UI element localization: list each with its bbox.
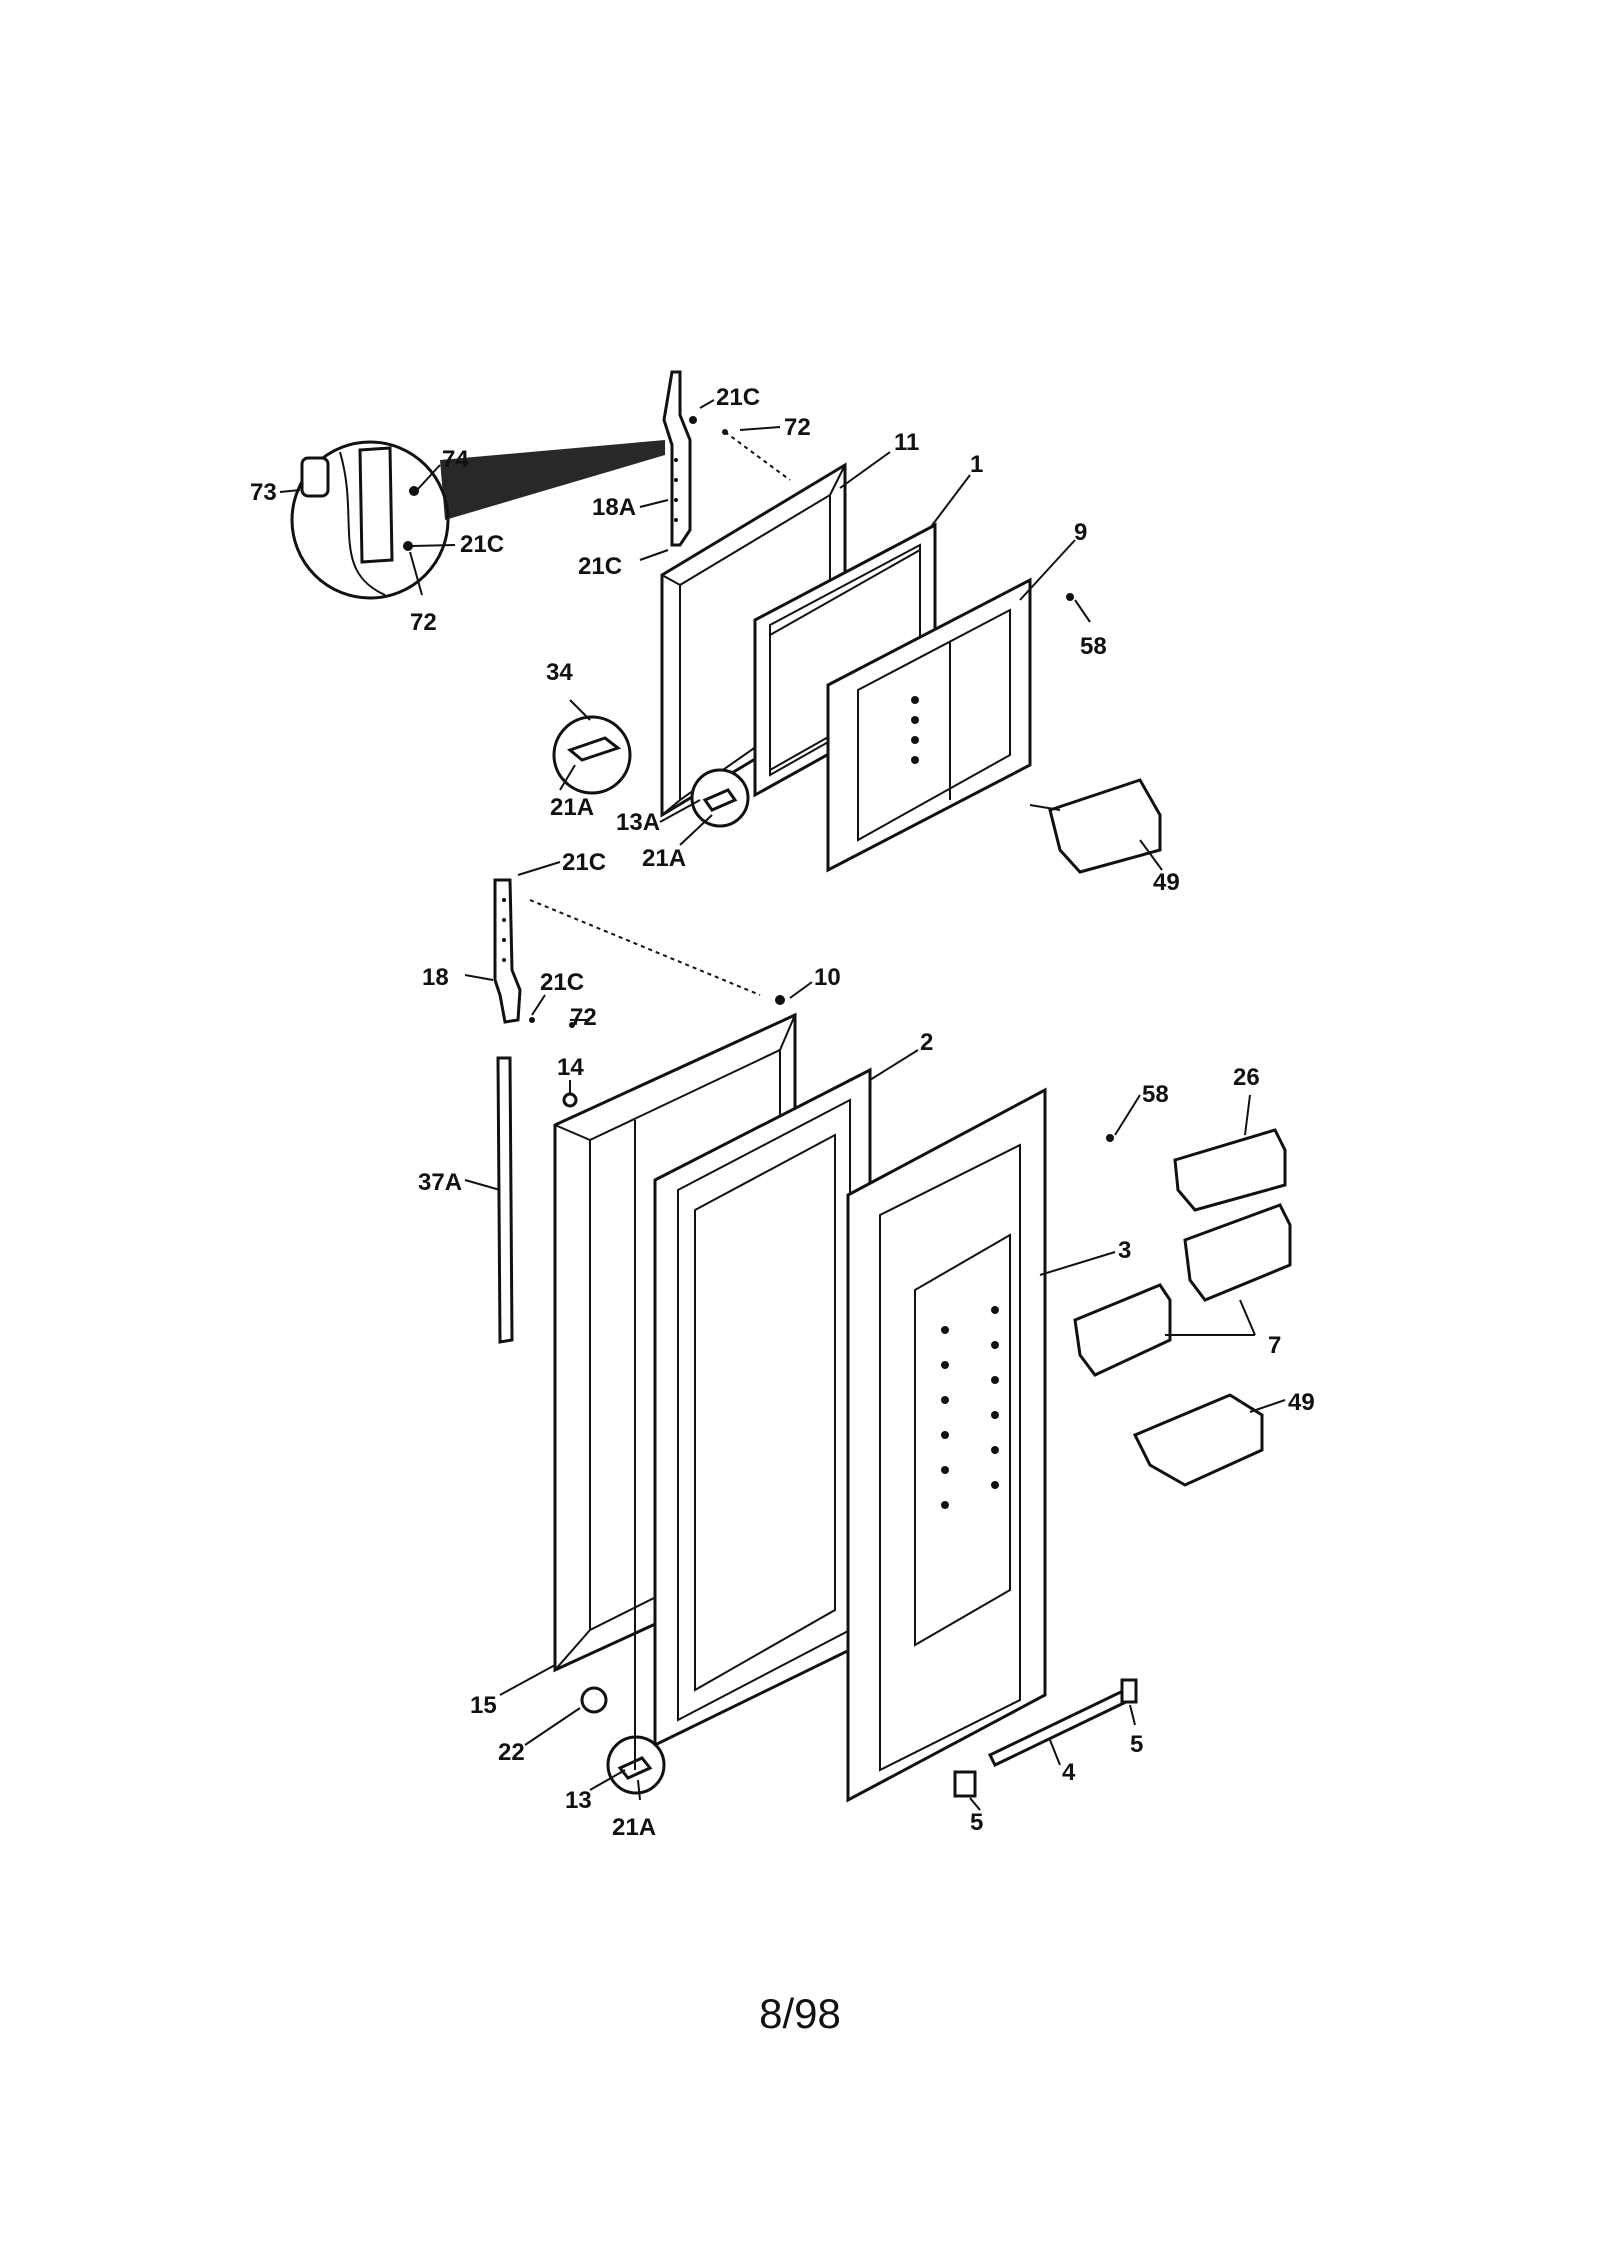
callout-26: 26 <box>1233 1064 1260 1091</box>
leader-lines <box>279 399 1286 1811</box>
callout-58: 58 <box>1080 633 1107 660</box>
callout-21c: 21C <box>716 384 760 411</box>
callout-21a: 21A <box>642 845 686 872</box>
callout-49: 49 <box>1153 869 1180 896</box>
callout-9: 9 <box>1074 519 1087 546</box>
detail-13a-circle <box>690 768 750 828</box>
screw-58-bottom <box>1106 1134 1114 1142</box>
endcap-5-bottom <box>953 1770 977 1798</box>
callout-15: 15 <box>470 1692 497 1719</box>
door-bin-49-lower <box>1132 1393 1264 1487</box>
screw-21c-top <box>689 416 697 424</box>
callout-1: 1 <box>970 451 983 478</box>
foot-22 <box>580 1686 608 1714</box>
callout-73: 73 <box>250 479 277 506</box>
door-bin-49-upper <box>1029 778 1162 874</box>
callout-21c: 21C <box>540 969 584 996</box>
callout-74: 74 <box>442 446 469 473</box>
endcap-5-top <box>1120 1678 1138 1704</box>
callout-10: 10 <box>814 964 841 991</box>
screw-21c-bottom <box>529 1017 535 1023</box>
callout-72: 72 <box>784 414 811 441</box>
freezer-door-liner-9 <box>826 577 1032 873</box>
callout-72: 72 <box>410 609 437 636</box>
callout-49: 49 <box>1288 1389 1315 1416</box>
screw-58-top <box>1066 593 1074 601</box>
callout-18: 18 <box>422 964 449 991</box>
callout-13: 13 <box>565 1787 592 1814</box>
callout-34: 34 <box>546 659 573 686</box>
door-bin-7-left <box>1073 1283 1172 1377</box>
plug-14 <box>562 1092 578 1108</box>
callout-7: 7 <box>1268 1332 1281 1359</box>
washer-72-detail <box>403 541 413 551</box>
callout-58: 58 <box>1142 1081 1169 1108</box>
dotted-leader-top <box>724 431 791 481</box>
fresh-food-door-liner-3 <box>846 1087 1047 1803</box>
lower-hinge-18 <box>493 878 522 1024</box>
callout-5: 5 <box>1130 1731 1143 1758</box>
dotted-leader-bottom <box>529 899 761 996</box>
screw-10 <box>775 995 785 1005</box>
callout-13a: 13A <box>616 809 660 836</box>
strip-37a <box>496 1056 514 1344</box>
callout-21c: 21C <box>460 531 504 558</box>
callout-22: 22 <box>498 1739 525 1766</box>
callout-14: 14 <box>557 1054 584 1081</box>
detail-34-circle <box>552 715 632 795</box>
callout-21a: 21A <box>550 794 594 821</box>
callout-21c: 21C <box>562 849 606 876</box>
page-number: 8/98 <box>759 1990 841 2037</box>
dairy-bin-26 <box>1173 1128 1287 1212</box>
callout-5: 5 <box>970 1809 983 1836</box>
callout-2: 2 <box>920 1029 933 1056</box>
upper-hinge-18a <box>662 370 692 547</box>
hinge-detail-callout <box>290 440 665 600</box>
callout-37a: 37A <box>418 1169 462 1196</box>
fresh-food-gasket-2 <box>653 1067 872 1748</box>
callout-18a: 18A <box>592 494 636 521</box>
callout-21c: 21C <box>578 553 622 580</box>
callout-72: 72 <box>570 1004 597 1031</box>
callout-11: 11 <box>894 429 919 456</box>
screw-74 <box>409 486 419 496</box>
washer-72-bottom <box>569 1022 575 1028</box>
callout-3: 3 <box>1118 1237 1131 1264</box>
callout-21a: 21A <box>612 1814 656 1841</box>
callout-4: 4 <box>1062 1759 1076 1786</box>
door-bin-7-right <box>1183 1203 1292 1302</box>
